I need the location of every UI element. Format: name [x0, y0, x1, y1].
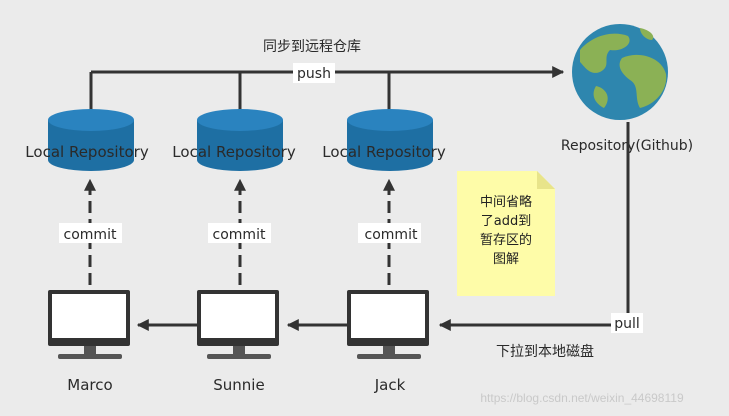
monitor-icon — [197, 290, 279, 359]
local-repository-label: Local Repository — [322, 143, 446, 161]
database-icon — [347, 109, 433, 171]
pull-label-bg — [611, 313, 643, 333]
pull-label: pull — [614, 316, 640, 332]
monitor-icon — [48, 290, 130, 359]
note-line: 图解 — [492, 252, 519, 267]
user-name-marco: Marco — [67, 376, 112, 394]
sticky-note — [457, 171, 555, 296]
local-repository-sunnie: Local Repository — [172, 109, 296, 171]
note-line: 了add到 — [480, 214, 532, 229]
note-text: 中间省略 了add到 暂存区的 图解 — [460, 193, 552, 269]
globe-icon — [572, 24, 668, 120]
pull-connector — [438, 122, 630, 331]
commit-label-marco: commit — [64, 227, 117, 243]
commit-label-bg — [59, 223, 122, 243]
commit-label-jack: commit — [365, 227, 418, 243]
note-line: 中间省略 — [479, 195, 532, 210]
commit-label-bg — [358, 223, 421, 243]
commit-label-bg — [208, 223, 271, 243]
local-repository-marco: Local Repository — [25, 109, 149, 171]
push-label: push — [297, 66, 331, 82]
local-repository-jack: Local Repository — [322, 109, 446, 171]
monitor-icon — [347, 290, 429, 359]
commit-label-sunnie: commit — [213, 227, 266, 243]
user-name-sunnie: Sunnie — [213, 376, 264, 394]
push-label-bg — [293, 63, 335, 83]
user-name-jack: Jack — [374, 376, 406, 394]
pull-caption: 下拉到本地磁盘 — [496, 343, 594, 360]
local-repository-label: Local Repository — [25, 143, 149, 161]
note-line: 暂存区的 — [479, 233, 532, 248]
diagram-title: 同步到远程仓库 — [263, 39, 361, 55]
local-repository-label: Local Repository — [172, 143, 296, 161]
database-icon — [48, 109, 134, 171]
database-icon — [197, 109, 283, 171]
watermark: https://blog.csdn.net/weixin_44698119 — [480, 391, 684, 405]
